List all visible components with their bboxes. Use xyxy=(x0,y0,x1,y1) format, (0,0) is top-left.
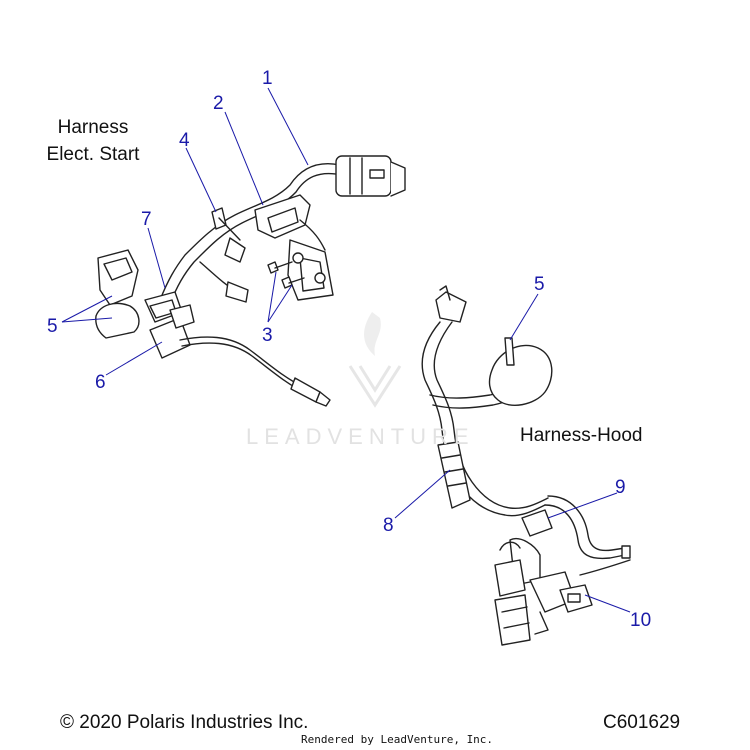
watermark-logo xyxy=(348,312,402,408)
title-line-1: Harness xyxy=(57,117,129,138)
callout-6: 6 xyxy=(95,372,106,393)
callout-3: 3 xyxy=(262,325,273,346)
callout-1: 1 xyxy=(262,68,273,89)
copyright-text: © 2020 Polaris Industries Inc. xyxy=(60,712,309,733)
callout-2: 2 xyxy=(213,93,224,114)
watermark-text: LEADVENTURE xyxy=(246,424,475,449)
leader-lines-right xyxy=(394,293,631,613)
title-harness-hood: Harness-Hood xyxy=(520,425,643,446)
harness-hood xyxy=(421,285,631,646)
diagram-code: C601629 xyxy=(603,712,681,733)
rendered-by-text: Rendered by LeadVenture, Inc. xyxy=(301,733,494,746)
callout-7: 7 xyxy=(141,209,152,230)
title-line-2: Elect. Start xyxy=(46,144,140,165)
callout-5-left: 5 xyxy=(47,316,58,337)
harness-elect-start xyxy=(95,155,406,407)
callout-8: 8 xyxy=(383,515,394,536)
callout-5-right: 5 xyxy=(534,274,545,295)
callout-10: 10 xyxy=(630,610,652,631)
callout-9: 9 xyxy=(615,477,626,498)
title-harness-elect-start: Harness Elect. Start xyxy=(40,114,146,168)
main-connector xyxy=(335,155,406,197)
callout-4: 4 xyxy=(179,130,190,151)
leader-lines-left xyxy=(61,87,309,376)
